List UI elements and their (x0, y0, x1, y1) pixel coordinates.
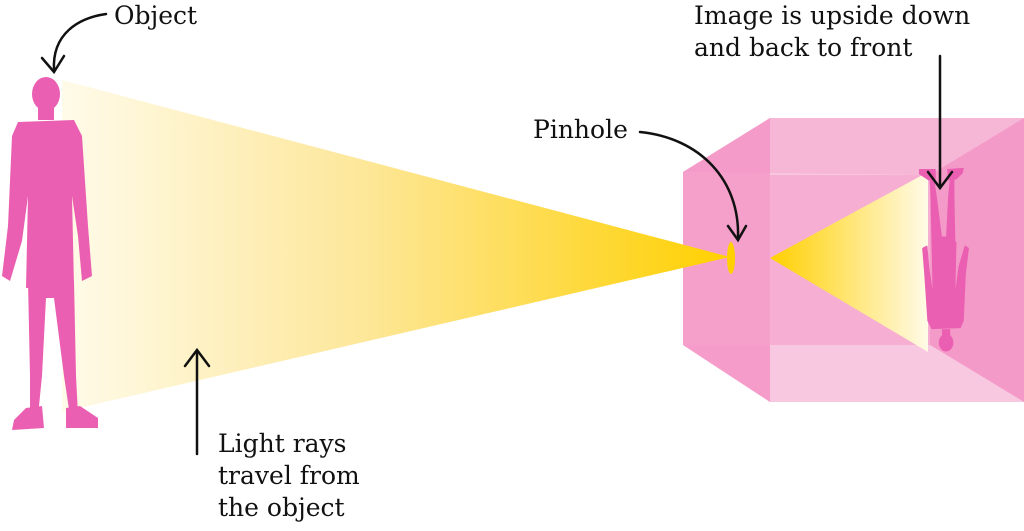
pinhole-mark (727, 242, 735, 274)
label-light-line: the object (218, 493, 345, 522)
label-image: Image is upside down and back to front (694, 0, 970, 64)
image-arrow (926, 54, 954, 191)
pinhole-arrow (638, 130, 748, 243)
label-light-line: travel from (218, 461, 360, 490)
inner-light-beam (770, 172, 928, 352)
label-pinhole: Pinhole (533, 115, 628, 144)
box-front-face (683, 118, 770, 402)
light-beam (62, 80, 730, 412)
label-image-line: Image is upside down (694, 1, 971, 30)
light-arrow (183, 347, 211, 456)
label-light-line: Light rays (218, 429, 347, 458)
label-object: Object (114, 1, 198, 30)
label-image-line: and back to front (694, 33, 913, 62)
object-arrow (40, 12, 108, 75)
label-light-rays: Light rays travel from the object (218, 428, 360, 524)
